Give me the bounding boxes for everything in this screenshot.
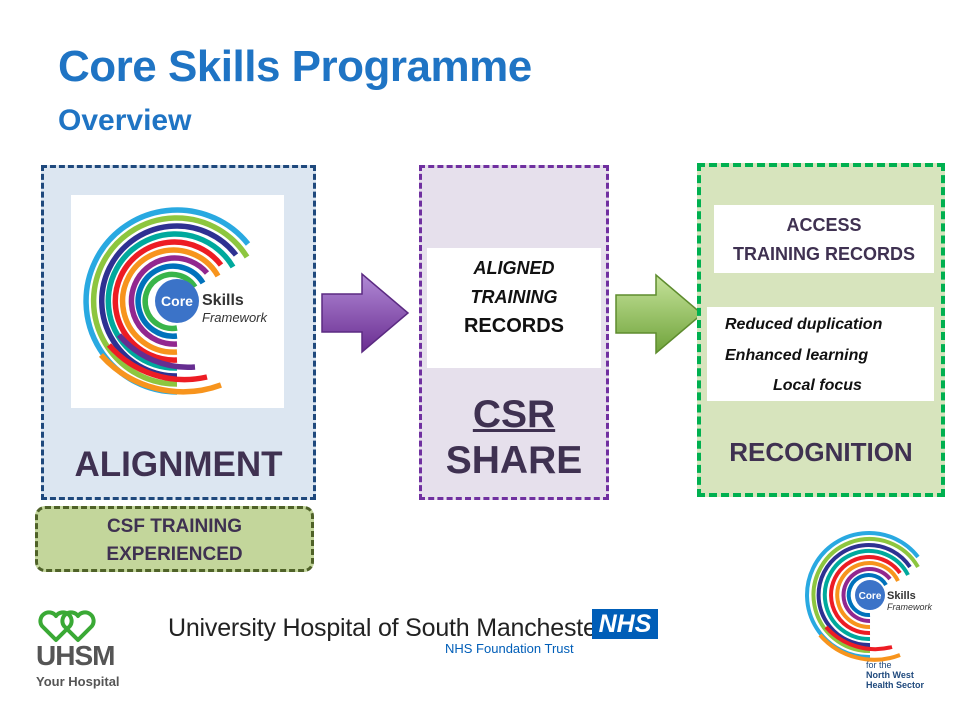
alignment-label: ALIGNMENT	[74, 445, 283, 484]
csf-training-line1: CSF TRAINING	[106, 516, 243, 537]
share-word: SHARE	[445, 439, 583, 482]
trust-name: NHS Foundation Trust	[445, 641, 574, 656]
benefit-item: Enhanced learning	[725, 347, 869, 364]
csf-logo: Core Skills Framework	[71, 195, 284, 408]
uhsm-logo-text: UHSM	[36, 640, 115, 671]
page-title: Core Skills Programme	[58, 42, 532, 91]
access-line1: ACCESS	[786, 215, 862, 235]
benefits-box: Reduced duplication Enhanced learning Lo…	[707, 307, 934, 401]
csf-logo-icon: Core Skills Framework	[805, 531, 933, 662]
nw-north-west: North West	[866, 670, 914, 680]
aligned-training-records-box: ALIGNED TRAINING RECORDS	[427, 248, 601, 368]
csf-logo-core: Core	[161, 293, 193, 309]
uhsm-hearts-icon	[38, 610, 96, 642]
arrow-right-icon	[321, 272, 410, 354]
nw-for-the: for the	[866, 660, 892, 670]
csr-word: CSR	[472, 393, 556, 436]
nhs-logo: NHS	[592, 609, 658, 639]
access-training-records-box: ACCESS TRAINING RECORDS	[714, 205, 934, 273]
csr-share-label: CSR SHARE	[419, 392, 609, 484]
aligned-line2: TRAINING	[470, 287, 558, 307]
arrow-right-icon	[615, 273, 704, 355]
aligned-line1: ALIGNED	[473, 258, 555, 278]
small-logo-core: Core	[859, 591, 882, 602]
csf-logo-framework: Framework	[202, 310, 269, 325]
aligned-line3: RECORDS	[463, 315, 564, 337]
csf-logo-icon: Core Skills Framework	[83, 207, 269, 395]
small-logo-framework: Framework	[887, 602, 933, 612]
recognition-label: RECOGNITION	[729, 437, 913, 467]
benefit-item: Reduced duplication	[725, 316, 883, 333]
access-line2: TRAINING RECORDS	[732, 244, 915, 264]
hospital-name: University Hospital of South Manchester	[168, 614, 605, 642]
csf-training-box: CSF TRAINING EXPERIENCED	[35, 506, 314, 572]
csf-training-line2: EXPERIENCED	[106, 544, 243, 565]
uhsm-tagline: Your Hospital	[36, 674, 120, 689]
nw-health-sector: Health Sector	[866, 680, 925, 690]
small-logo-skills: Skills	[887, 590, 916, 602]
csf-logo-skills: Skills	[202, 292, 244, 309]
page-subtitle: Overview	[58, 104, 192, 137]
benefit-item: Local focus	[773, 377, 862, 394]
north-west-label: for the North West Health Sector	[866, 660, 926, 690]
